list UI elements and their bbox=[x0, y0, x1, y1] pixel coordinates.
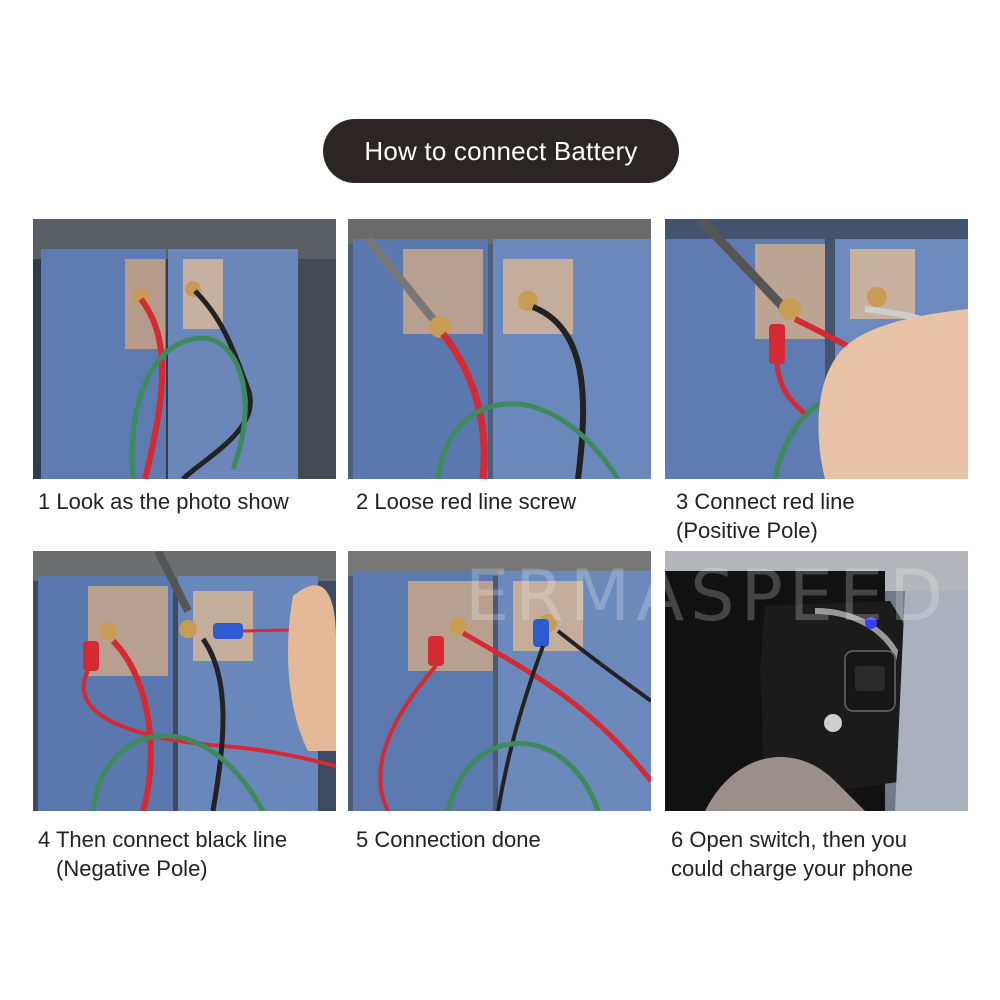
step-3-caption: 3 Connect red line (Positive Pole) bbox=[676, 487, 986, 545]
step-5-caption: 5 Connection done bbox=[356, 825, 666, 854]
step-4-photo bbox=[33, 551, 336, 811]
step-4-line-2: (Negative Pole) bbox=[56, 856, 208, 881]
step-2-photo bbox=[348, 219, 651, 479]
step-3-photo bbox=[665, 219, 968, 479]
step-1-caption: 1 Look as the photo show bbox=[38, 487, 348, 516]
page-title-text: How to connect Battery bbox=[364, 135, 638, 166]
page-title: How to connect Battery bbox=[323, 119, 679, 183]
step-3-line-2: (Positive Pole) bbox=[676, 518, 818, 543]
step-2-line-1: 2 Loose red line screw bbox=[356, 489, 577, 514]
step-5-photo bbox=[348, 551, 651, 811]
step-5-line-1: 5 Connection done bbox=[356, 827, 541, 852]
step-2-caption: 2 Loose red line screw bbox=[356, 487, 666, 516]
step-3-line-1: 3 Connect red line bbox=[676, 489, 855, 514]
step-6-line-2: could charge your phone bbox=[671, 856, 914, 881]
step-6-photo bbox=[665, 551, 968, 811]
step-1-line-1: 1 Look as the photo show bbox=[38, 489, 289, 514]
step-4-caption: 4 Then connect black line (Negative Pole… bbox=[38, 825, 348, 883]
step-6-caption: 6 Open switch, then you could charge you… bbox=[671, 825, 981, 883]
step-6-line-1: 6 Open switch, then you bbox=[671, 827, 908, 852]
step-1-photo bbox=[33, 219, 336, 479]
step-4-line-1: 4 Then connect black line bbox=[38, 827, 288, 852]
